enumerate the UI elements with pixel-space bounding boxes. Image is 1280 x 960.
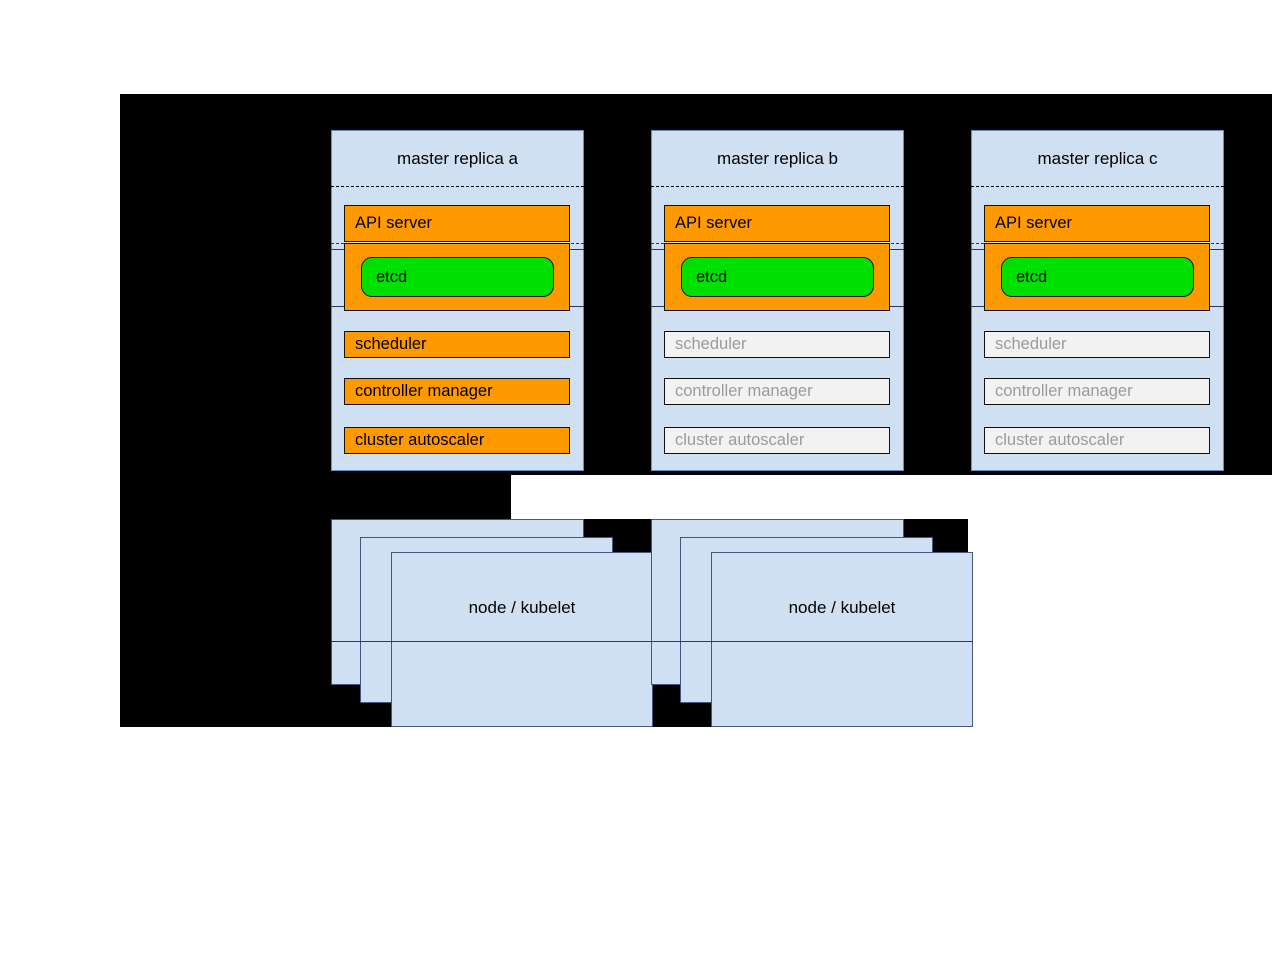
replica-c-scheduler[interactable]: scheduler xyxy=(984,331,1210,358)
replica-a-scheduler-label: scheduler xyxy=(355,335,427,353)
replica-b-api-server-label: API server xyxy=(675,214,753,232)
node-group-1-layer-front[interactable] xyxy=(391,552,653,727)
node-group-1-label: node / kubelet xyxy=(468,598,576,617)
master-replica-a-title: master replica a xyxy=(397,149,518,168)
replica-a-etcd[interactable]: etcd xyxy=(361,257,554,297)
replica-a-api-server[interactable]: API server xyxy=(344,205,570,242)
replica-a-cluster-autoscaler-label: cluster autoscaler xyxy=(355,431,485,449)
replica-b-scheduler[interactable]: scheduler xyxy=(664,331,890,358)
replica-b-cluster-autoscaler-label: cluster autoscaler xyxy=(675,431,805,449)
replica-c-cluster-autoscaler[interactable]: cluster autoscaler xyxy=(984,427,1210,454)
replica-a-controller-manager[interactable]: controller manager xyxy=(344,378,570,405)
replica-a-cluster-autoscaler[interactable]: cluster autoscaler xyxy=(344,427,570,454)
replica-c-api-server[interactable]: API server xyxy=(984,205,1210,242)
replica-a-etcd-label: etcd xyxy=(376,267,408,286)
replica-b-cluster-autoscaler[interactable]: cluster autoscaler xyxy=(664,427,890,454)
node-group-2-layer-front[interactable] xyxy=(711,552,973,727)
master-replica-b-title: master replica b xyxy=(717,149,838,168)
replica-b-controller-manager-label: controller manager xyxy=(675,382,813,400)
replica-b-controller-manager[interactable]: controller manager xyxy=(664,378,890,405)
node-group-2-label: node / kubelet xyxy=(788,598,896,617)
replica-a-divider-top xyxy=(331,186,584,187)
replica-b-divider-top xyxy=(651,186,904,187)
replica-a-controller-manager-label: controller manager xyxy=(355,382,493,400)
replica-a-api-server-label: API server xyxy=(355,214,433,232)
replica-c-divider-top xyxy=(971,186,1224,187)
replica-c-controller-manager[interactable]: controller manager xyxy=(984,378,1210,405)
node-group-1-divider xyxy=(331,641,653,642)
master-replica-c-title: master replica c xyxy=(1037,149,1158,168)
replica-c-cluster-autoscaler-label: cluster autoscaler xyxy=(995,431,1125,449)
replica-b-etcd-label: etcd xyxy=(696,267,728,286)
replica-b-etcd[interactable]: etcd xyxy=(681,257,874,297)
replica-c-etcd[interactable]: etcd xyxy=(1001,257,1194,297)
replica-c-controller-manager-label: controller manager xyxy=(995,382,1133,400)
replica-b-api-server[interactable]: API server xyxy=(664,205,890,242)
replica-c-api-server-label: API server xyxy=(995,214,1073,232)
replica-c-scheduler-label: scheduler xyxy=(995,335,1067,353)
replica-a-scheduler[interactable]: scheduler xyxy=(344,331,570,358)
replica-c-etcd-label: etcd xyxy=(1016,267,1048,286)
node-group-2-divider xyxy=(651,641,973,642)
replica-b-scheduler-label: scheduler xyxy=(675,335,747,353)
